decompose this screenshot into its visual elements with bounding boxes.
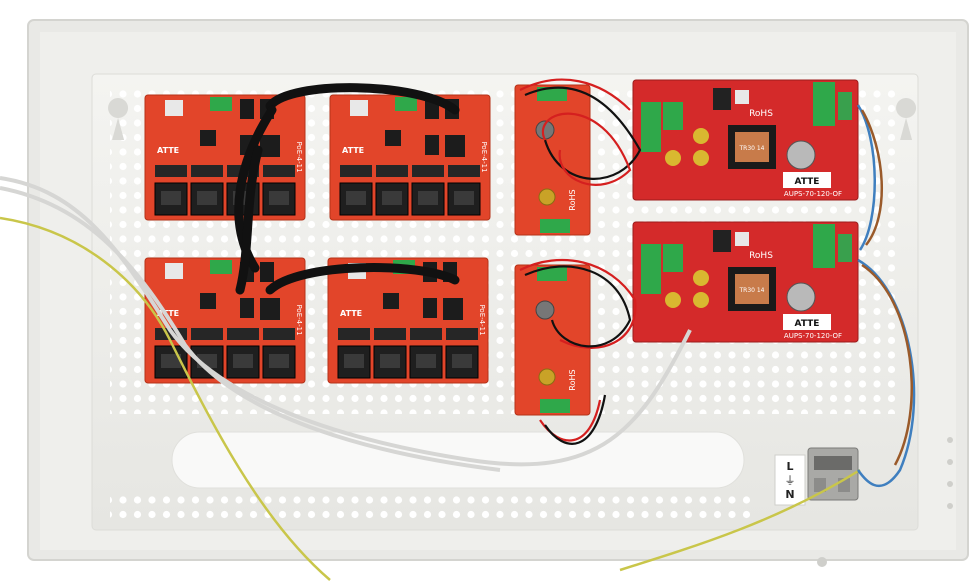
keyhole-left <box>108 98 129 140</box>
board-brand: ATTE <box>340 309 362 318</box>
board-label: PoE-4-11 <box>478 304 486 335</box>
psu-brand-badge <box>783 172 831 188</box>
black-flat-cables <box>234 83 460 295</box>
terminal-neutral-label: N <box>785 488 794 501</box>
dc-dc-converter-board: RoHS <box>514 264 591 416</box>
transformer-label: TR30 14 <box>738 287 764 294</box>
power-supply-module: AUPS-70-120-OF RoHS ATTE TR30 14 <box>632 79 859 201</box>
bulk-capacitor <box>786 140 816 170</box>
output-terminal <box>641 244 661 294</box>
psu-rohs-label: RoHS <box>749 251 773 261</box>
power-terminal <box>210 97 232 111</box>
red-black-dc-wires <box>519 78 642 445</box>
board-brand: ATTE <box>342 146 364 155</box>
board-label: PoE-4-11 <box>480 141 488 172</box>
terminal-earth-label: ⏚ <box>785 474 796 487</box>
keyhole-right <box>896 98 917 140</box>
transformer-label: TR30 14 <box>738 145 764 152</box>
mains-input-terminal <box>813 224 835 268</box>
board-brand: ATTE <box>157 146 179 155</box>
plate-perforation-lower <box>110 492 750 520</box>
grey-cable <box>0 176 692 472</box>
blue-brown-mains-wires <box>856 104 916 487</box>
psu-brand: ATTE <box>795 177 820 187</box>
poe-switch-board: PoE-4-11 ATTE <box>329 94 491 221</box>
yellow-earth-wire <box>0 216 861 581</box>
qr-sticker <box>165 263 183 279</box>
mains-terminal-block: L ⏚ N <box>774 447 859 506</box>
converter-rohs-label: RoHS <box>568 189 577 210</box>
qr-sticker <box>350 100 368 116</box>
poe-switch-board: PoE-4-11 ATTE <box>327 257 489 384</box>
qr-sticker <box>165 100 183 116</box>
bulk-capacitor <box>786 282 816 312</box>
poe-switch-board: PoE-4-11 ATTE <box>144 94 306 221</box>
hinge-screws <box>817 437 953 567</box>
power-terminal <box>210 260 232 274</box>
psu-rohs-label: RoHS <box>749 109 773 119</box>
power-terminal <box>395 97 417 111</box>
terminal-line-label: L <box>786 460 793 473</box>
psu-model-label: AUPS-70-120-OF <box>784 190 842 198</box>
psu-model-label: AUPS-70-120-OF <box>784 332 842 340</box>
board-label: PoE-4-11 <box>295 304 303 335</box>
power-supply-module: AUPS-70-120-OF RoHS ATTE TR30 14 <box>632 221 859 343</box>
psu-brand: ATTE <box>795 319 820 329</box>
psu-brand-badge <box>783 314 831 330</box>
board-brand: ATTE <box>157 309 179 318</box>
dc-dc-converter-board: RoHS <box>514 84 591 236</box>
output-terminal <box>641 102 661 152</box>
mains-input-terminal <box>813 82 835 126</box>
converter-rohs-label: RoHS <box>568 369 577 390</box>
board-label: PoE-4-11 <box>295 141 303 172</box>
